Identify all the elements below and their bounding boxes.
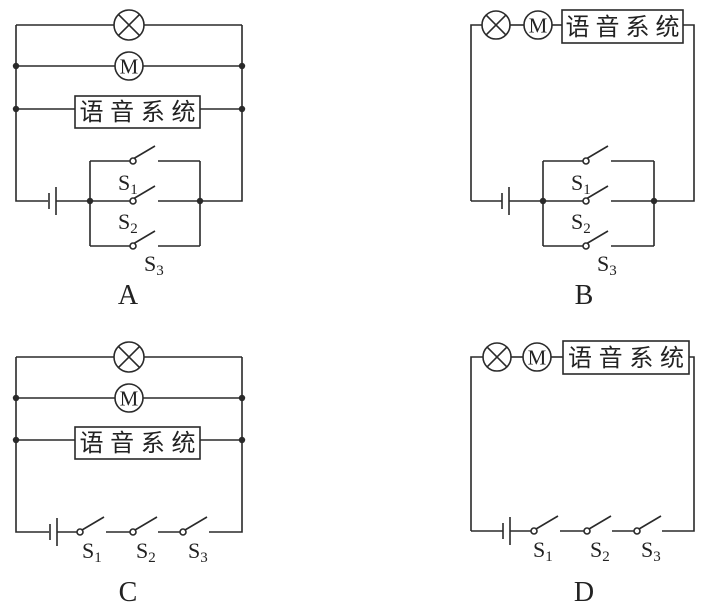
battery-icon	[501, 187, 510, 215]
voice-system-box: 语音系统	[74, 426, 201, 460]
motor-icon: M	[114, 51, 144, 81]
motor-label: M	[529, 14, 548, 38]
wire	[654, 24, 695, 202]
switch-label-s1: S1	[533, 537, 553, 565]
wire	[89, 161, 201, 246]
battery-icon	[502, 517, 511, 545]
junction-dot	[196, 197, 204, 205]
switch-s1	[543, 145, 654, 162]
switch-contact	[582, 242, 590, 250]
option-label-d: D	[574, 577, 594, 607]
motor-label: M	[120, 55, 139, 79]
option-label-c: C	[119, 577, 138, 607]
motor-icon: M	[114, 383, 144, 413]
option-label-b: B	[575, 280, 594, 311]
switch-label-s2: S2	[136, 538, 156, 566]
wire	[470, 356, 483, 531]
junction-dot	[12, 105, 20, 113]
switch-contact	[582, 157, 590, 165]
switch-label-s2: S2	[118, 209, 138, 237]
switch-label-s3: S3	[597, 251, 617, 279]
junction-dot	[650, 197, 658, 205]
switch-label-s3: S3	[144, 251, 164, 279]
switch-contact	[129, 197, 137, 205]
lamp-icon	[482, 342, 512, 372]
switch-s1	[535, 515, 584, 532]
lamp-icon	[113, 341, 145, 373]
switch-s2	[543, 185, 654, 202]
switch-contact	[633, 527, 641, 535]
switch-label-s2: S2	[590, 537, 610, 565]
junction-dot	[238, 394, 246, 402]
switch-label-s1: S1	[82, 538, 102, 566]
switch-s1	[81, 516, 130, 533]
switch-s2	[134, 516, 180, 533]
motor-icon: M	[522, 342, 552, 372]
junction-dot	[12, 394, 20, 402]
junction-dot	[238, 62, 246, 70]
switch-contact	[129, 242, 137, 250]
wire	[15, 25, 48, 202]
junction-dot	[539, 197, 547, 205]
switch-label-s1: S1	[118, 170, 138, 198]
wire	[542, 161, 655, 246]
junction-dot	[238, 105, 246, 113]
circuit-a: M 语音系统 S1 S2 S3 A	[12, 9, 246, 311]
switch-label-s1: S1	[571, 170, 591, 198]
switch-contact	[179, 528, 187, 536]
battery-icon	[49, 518, 58, 546]
motor-label: M	[528, 346, 547, 370]
circuit-d: M 语音系统 S1 S2 S3 D	[470, 340, 695, 607]
motor-label: M	[120, 387, 139, 411]
circuit-b: M 语音系统 S1 S2 S3 B	[470, 9, 695, 311]
lamp-icon	[481, 10, 511, 40]
switch-label-s3: S3	[188, 538, 208, 566]
junction-dot	[12, 62, 20, 70]
junction-dot	[12, 436, 20, 444]
switch-contact	[129, 157, 137, 165]
voice-system-box: 语音系统	[561, 9, 684, 44]
switch-label-s3: S3	[641, 537, 661, 565]
lamp-icon	[113, 9, 145, 41]
switch-contact	[129, 528, 137, 536]
switch-s3	[638, 515, 662, 530]
wire	[662, 356, 695, 532]
switch-s3	[90, 230, 200, 247]
voice-system-box: 语音系统	[562, 340, 690, 375]
switch-s2	[588, 515, 634, 532]
wire	[200, 25, 243, 202]
switch-s1	[90, 145, 200, 162]
voice-system-box: 语音系统	[74, 95, 201, 129]
option-label-a: A	[118, 280, 139, 311]
switch-contact	[582, 197, 590, 205]
switch-contact	[583, 527, 591, 535]
switch-contact	[530, 527, 538, 535]
junction-dot	[238, 436, 246, 444]
wire	[209, 357, 243, 533]
junction-dot	[86, 197, 94, 205]
wire	[470, 24, 482, 201]
switch-contact	[76, 528, 84, 536]
motor-icon: M	[523, 10, 553, 40]
switch-s2	[90, 185, 200, 202]
switch-s3	[184, 516, 208, 531]
switch-label-s2: S2	[571, 209, 591, 237]
switch-s3	[543, 230, 654, 247]
circuit-c: M 语音系统 S1 S2 S3 C	[12, 341, 246, 607]
battery-icon	[48, 187, 57, 215]
wire	[15, 357, 49, 533]
